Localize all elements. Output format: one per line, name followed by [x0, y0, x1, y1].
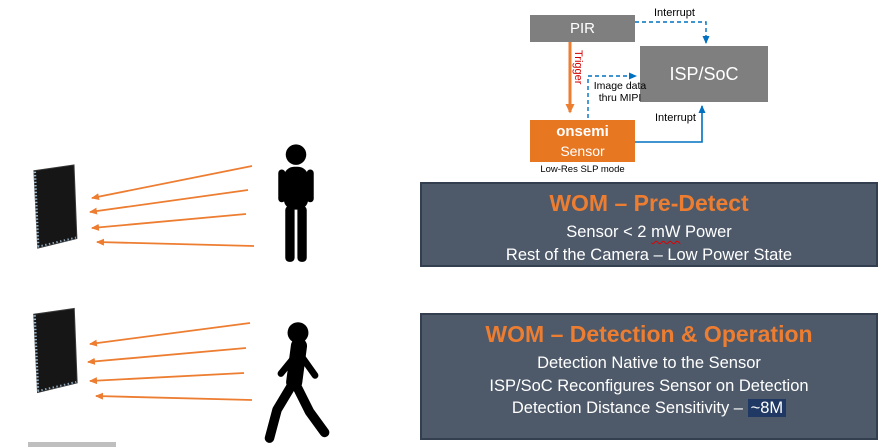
- image-data-label-line1: Image data: [593, 80, 647, 92]
- scene2-detection-arrows: [87, 322, 253, 401]
- detection-line3-highlight: ~8M: [747, 399, 787, 417]
- sensor-mode-caption: Low-Res SLP mode: [540, 164, 625, 175]
- scene1-detection-arrows: [89, 165, 255, 247]
- image-sensor-icon: [33, 307, 78, 394]
- pre-detect-line1-post: Power: [680, 223, 732, 241]
- pre-detect-line1-mw: mW: [651, 223, 681, 241]
- pre-detect-panel: WOM – Pre-Detect Sensor < 2 mW Power Res…: [420, 182, 878, 267]
- pre-detect-title: WOM – Pre-Detect: [549, 190, 749, 216]
- detection-line3-pre: Detection Distance Sensitivity –: [511, 399, 748, 417]
- onsemi-sensor-box: onsemi Sensor: [530, 120, 635, 162]
- sensor-label-line1: onsemi: [556, 123, 609, 141]
- detection-title: WOM – Detection & Operation: [485, 321, 813, 347]
- interrupt-top-label: Interrupt: [654, 7, 695, 19]
- image-sensor-icon: [33, 164, 78, 249]
- isp-soc-label: ISP/SoC: [669, 63, 739, 84]
- detection-line1: Detection Native to the Sensor: [537, 354, 761, 372]
- walking-person-icon: [264, 322, 330, 443]
- interrupt-bottom-label: Interrupt: [655, 112, 696, 124]
- pir-label: PIR: [569, 20, 595, 37]
- cropped-shape: [28, 442, 116, 447]
- isp-soc-box: ISP/SoC: [640, 46, 768, 102]
- detection-line2: ISP/SoC Reconfigures Sensor on Detection: [489, 376, 809, 395]
- image-data-label-line2: thru MIPI: [598, 92, 642, 104]
- pre-detect-line1-pre: Sensor < 2: [566, 223, 652, 241]
- pre-detect-line2: Rest of the Camera – Low Power State: [505, 245, 793, 264]
- trigger-label: Trigger: [572, 50, 584, 85]
- detection-panel: WOM – Detection & Operation Detection Na…: [420, 313, 878, 440]
- standing-person-icon: [278, 144, 314, 262]
- pre-detect-line1: Sensor < 2 mW Power: [422, 221, 876, 244]
- detection-line3: Detection Distance Sensitivity – ~8M: [422, 397, 876, 420]
- pir-box: PIR: [530, 15, 635, 42]
- sensor-label-line2: Sensor: [560, 142, 605, 159]
- image-data-label: Image data thru MIPI: [592, 80, 648, 104]
